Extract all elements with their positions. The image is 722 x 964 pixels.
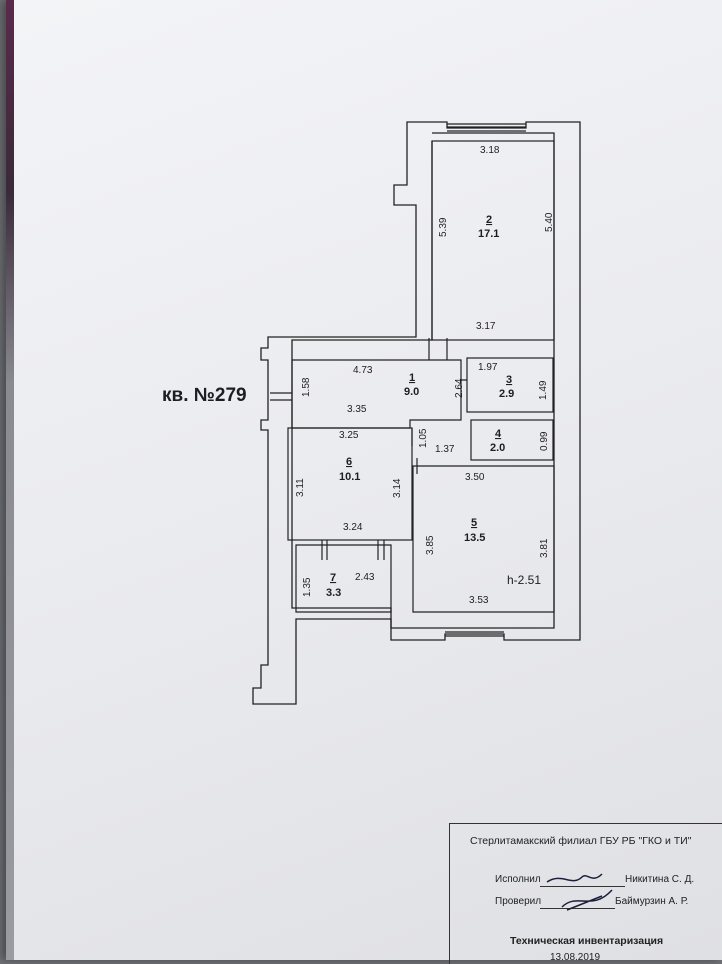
room-7-number: 7 <box>330 572 336 584</box>
dim-3-17: 3.17 <box>476 321 496 332</box>
balcony-door <box>321 540 385 560</box>
dim-3-81: 3.81 <box>539 538 550 558</box>
dim-1-58: 1.58 <box>301 377 312 397</box>
room-3-area: 2.9 <box>499 388 514 400</box>
document-sheet: 3.18 5.39 5.40 3.17 4.73 1.97 2.64 1.49 … <box>6 0 722 964</box>
dim-2-64: 2.64 <box>454 378 465 398</box>
dim-3-14: 3.14 <box>392 478 403 498</box>
room-2-outline <box>431 140 555 341</box>
dim-1-37: 1.37 <box>435 444 455 455</box>
room-4-outline <box>470 419 554 461</box>
room-5-number: 5 <box>471 517 477 529</box>
window-bottom <box>445 631 504 637</box>
dim-1-35: 1.35 <box>302 577 313 597</box>
room-1-area: 9.0 <box>404 386 419 398</box>
room-7-area: 3.3 <box>326 587 341 599</box>
room-3-number: 3 <box>506 374 512 386</box>
checked-line <box>540 908 615 909</box>
dim-3-24: 3.24 <box>343 522 363 533</box>
outer-wall <box>252 121 581 705</box>
dim-1-97: 1.97 <box>478 362 498 373</box>
room-4-number: 4 <box>495 428 502 440</box>
door-ticks <box>270 338 467 474</box>
room-4-area: 2.0 <box>490 442 505 454</box>
signature-image <box>546 873 613 911</box>
dim-5-39: 5.39 <box>438 217 449 237</box>
apartment-label: кв. №279 <box>162 385 247 406</box>
room-3-outline <box>466 357 554 413</box>
executed-label: Исполнил <box>495 874 541 885</box>
dim-2-43: 2.43 <box>355 572 375 583</box>
organization-name: Стерлитамакский филиал ГБУ РБ "ГКО и ТИ" <box>470 835 692 847</box>
room-6-outline <box>287 427 413 541</box>
room-2-number: 2 <box>486 214 492 226</box>
room-2-area: 17.1 <box>478 228 499 240</box>
room-1-outline <box>291 359 462 429</box>
dim-3-25: 3.25 <box>339 430 359 441</box>
document-title: Техническая инвентаризация <box>510 935 664 947</box>
dim-3-18: 3.18 <box>480 145 500 156</box>
room-1-number: 1 <box>409 372 415 384</box>
dim-1-49: 1.49 <box>538 380 549 400</box>
background-edge <box>6 0 14 960</box>
checked-name: Баймурзин А. Р. <box>615 896 689 907</box>
dim-4-73: 4.73 <box>353 365 373 376</box>
dim-3-35: 3.35 <box>347 404 367 415</box>
window-top <box>447 123 526 132</box>
room-5-area: 13.5 <box>464 532 485 544</box>
room-6-area: 10.1 <box>339 471 360 483</box>
dim-0-99: 0.99 <box>539 431 550 451</box>
executed-line <box>540 886 625 887</box>
inner-wall <box>291 132 555 629</box>
executed-name: Никитина С. Д. <box>625 874 695 885</box>
dim-3-53: 3.53 <box>469 595 489 606</box>
room-6-number: 6 <box>346 456 352 468</box>
dim-3-50: 3.50 <box>465 472 485 483</box>
dim-3-11: 3.11 <box>295 478 306 497</box>
document-date: 13.08.2019 <box>550 952 601 963</box>
dim-5-40: 5.40 <box>544 212 555 232</box>
title-block: Стерлитамакский филиал ГБУ РБ "ГКО и ТИ"… <box>449 823 722 964</box>
dim-3-85: 3.85 <box>425 535 436 555</box>
floor-plan: 3.18 5.39 5.40 3.17 4.73 1.97 2.64 1.49 … <box>252 121 581 705</box>
room-5-outline <box>412 465 555 613</box>
ceiling-height: h-2.51 <box>507 573 541 587</box>
dim-1-05: 1.05 <box>418 428 429 448</box>
checked-label: Проверил <box>495 896 542 907</box>
room-7-outline <box>295 544 392 613</box>
